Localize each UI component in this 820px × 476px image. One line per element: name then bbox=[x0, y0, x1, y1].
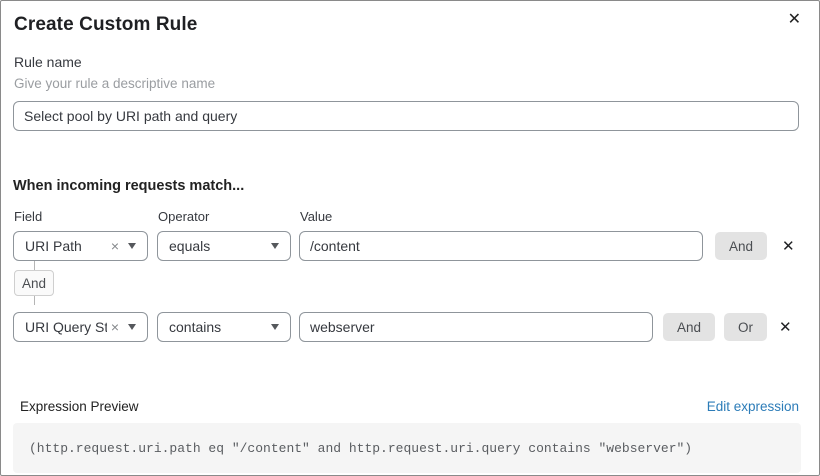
connector-line: And bbox=[13, 261, 819, 305]
chevron-down-icon bbox=[128, 243, 136, 249]
clear-field-icon[interactable]: × bbox=[110, 238, 119, 254]
field-select-row-2-value: URI Query St... bbox=[25, 319, 107, 335]
operator-select-row-1-value: equals bbox=[169, 238, 211, 254]
and-button-row-1[interactable]: And bbox=[715, 232, 768, 260]
value-input-row-1[interactable] bbox=[299, 231, 703, 261]
column-label-operator: Operator bbox=[158, 209, 210, 224]
expression-code: (http.request.uri.path eq "/content" and… bbox=[29, 440, 693, 456]
column-label-value: Value bbox=[300, 209, 333, 224]
rule-name-label: Rule name bbox=[14, 54, 82, 70]
operator-select-row-1[interactable]: equals bbox=[157, 231, 291, 261]
column-labels: Field Operator Value bbox=[14, 209, 819, 224]
condition-row-1: URI Path × equals And ✕ bbox=[13, 231, 807, 261]
expression-preview-label: Expression Preview bbox=[20, 399, 139, 414]
chevron-down-icon bbox=[271, 324, 279, 330]
close-icon[interactable]: ✕ bbox=[784, 7, 805, 31]
field-select-row-1[interactable]: URI Path × bbox=[13, 231, 148, 261]
and-connector-badge: And bbox=[14, 270, 54, 296]
operator-select-row-2[interactable]: contains bbox=[157, 312, 291, 342]
or-button-row-2[interactable]: Or bbox=[724, 313, 768, 341]
clear-field-icon[interactable]: × bbox=[110, 319, 119, 335]
expression-code-block: (http.request.uri.path eq "/content" and… bbox=[13, 423, 801, 473]
operator-select-row-2-value: contains bbox=[169, 319, 222, 335]
condition-row-2: URI Query St... × contains And Or ✕ bbox=[13, 312, 807, 342]
rule-name-input[interactable] bbox=[13, 101, 799, 131]
remove-row-2-icon[interactable]: ✕ bbox=[779, 317, 792, 336]
edit-expression-link[interactable]: Edit expression bbox=[706, 399, 799, 414]
and-button-row-2[interactable]: And bbox=[663, 313, 716, 341]
rule-name-hint: Give your rule a descriptive name bbox=[14, 76, 216, 91]
field-select-row-2[interactable]: URI Query St... × bbox=[13, 312, 148, 342]
match-section-heading: When incoming requests match... bbox=[13, 178, 245, 194]
value-input-row-2[interactable] bbox=[299, 312, 653, 342]
page-title: Create Custom Rule bbox=[14, 14, 198, 35]
expression-preview-header: Expression Preview Edit expression bbox=[20, 399, 799, 414]
field-select-row-1-value: URI Path bbox=[25, 238, 82, 254]
remove-row-1-icon[interactable]: ✕ bbox=[782, 236, 795, 255]
chevron-down-icon bbox=[128, 324, 136, 330]
chevron-down-icon bbox=[271, 243, 279, 249]
column-label-field: Field bbox=[14, 209, 43, 224]
